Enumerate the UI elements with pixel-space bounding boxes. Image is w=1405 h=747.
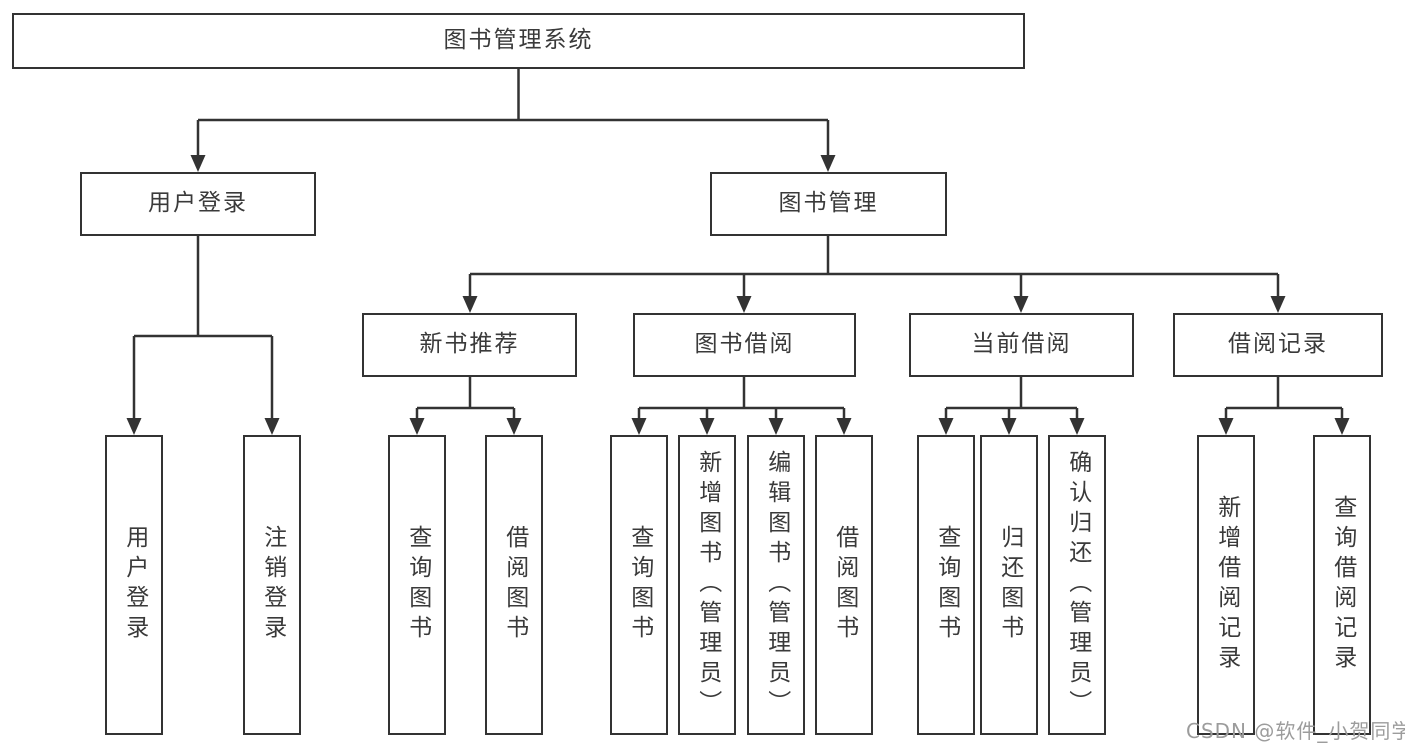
arrowhead-borrowing-add <box>699 418 715 435</box>
node-borrowing-edit-books-admin: 编辑图书（管理员） <box>747 435 805 735</box>
node-book-borrowing: 图书借阅 <box>633 313 856 377</box>
arrowhead-user-login <box>190 155 206 172</box>
node-records-add-record: 新增借阅记录 <box>1197 435 1255 735</box>
node-borrowing-add-books-admin: 新增图书（管理员） <box>678 435 736 735</box>
edge-root-to-level2 <box>196 69 830 158</box>
node-library-management-system: 图书管理系统 <box>12 13 1025 69</box>
arrowhead-logout-action <box>264 418 280 435</box>
arrowhead-records-query <box>1334 418 1350 435</box>
node-current-confirm-return-admin: 确认归还（管理员） <box>1048 435 1106 735</box>
node-current-query-books: 查询图书 <box>917 435 975 735</box>
node-recommend-borrow-books: 借阅图书 <box>485 435 543 735</box>
node-logout-action: 注销登录 <box>243 435 301 735</box>
edge-current-borrowing-to-children <box>944 377 1079 420</box>
arrowhead-book-borrowing <box>736 296 752 313</box>
node-recommend-query-books: 查询图书 <box>388 435 446 735</box>
arrowhead-current-confirm <box>1069 418 1085 435</box>
node-new-book-recommend: 新书推荐 <box>362 313 577 377</box>
node-book-management: 图书管理 <box>710 172 947 236</box>
arrowhead-recommend-borrow <box>506 418 522 435</box>
node-borrowing-borrow-books: 借阅图书 <box>815 435 873 735</box>
arrowhead-borrowing-query <box>631 418 647 435</box>
arrowhead-current-return <box>1001 418 1017 435</box>
arrowhead-login-action <box>126 418 142 435</box>
arrowhead-borrowing-borrow <box>836 418 852 435</box>
edge-new-book-recommend-to-children <box>415 377 516 420</box>
node-records-query-record: 查询借阅记录 <box>1313 435 1371 735</box>
node-login-action: 用户登录 <box>105 435 163 735</box>
arrowhead-recommend-query <box>409 418 425 435</box>
arrowhead-borrowing-edit <box>768 418 784 435</box>
node-borrowing-query-books: 查询图书 <box>610 435 668 735</box>
node-current-borrowing: 当前借阅 <box>909 313 1134 377</box>
edge-borrowing-records-to-children <box>1224 377 1344 420</box>
csdn-watermark: CSDN @软件_小贺同学 <box>1186 719 1405 743</box>
node-current-return-books: 归还图书 <box>980 435 1038 735</box>
arrowhead-current-borrowing <box>1013 296 1029 313</box>
arrowhead-current-query <box>938 418 954 435</box>
edge-user-login-to-children <box>132 234 274 420</box>
edge-book-borrowing-to-children <box>637 377 846 420</box>
node-user-login: 用户登录 <box>80 172 316 236</box>
arrowhead-book-management <box>820 155 836 172</box>
node-borrowing-records: 借阅记录 <box>1173 313 1383 377</box>
arrowhead-new-book-recommend <box>462 296 478 313</box>
arrowhead-records-add <box>1218 418 1234 435</box>
arrowhead-borrowing-records <box>1270 296 1286 313</box>
edge-book-management-to-children <box>468 234 1280 299</box>
